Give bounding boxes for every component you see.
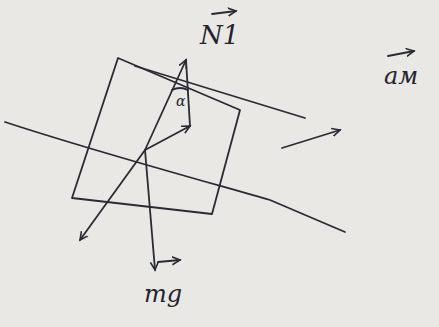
block [72,58,240,214]
gravity-arrow [145,150,155,270]
angle-arc [172,88,188,90]
vector-sign [212,11,236,14]
component-arrow [80,150,145,240]
vertical-line [186,60,190,126]
vector-sign [158,260,180,262]
normal-force-arrow [145,60,186,150]
force-label: mg [144,282,182,306]
force-label: α [176,94,185,108]
component-arrow [145,126,190,150]
vector-sign [388,51,414,56]
force-label: aм [384,64,418,88]
guide-line [135,66,305,118]
force-label: N1 [200,22,239,48]
incline-line [5,122,345,232]
acceleration-arrow [282,130,340,148]
